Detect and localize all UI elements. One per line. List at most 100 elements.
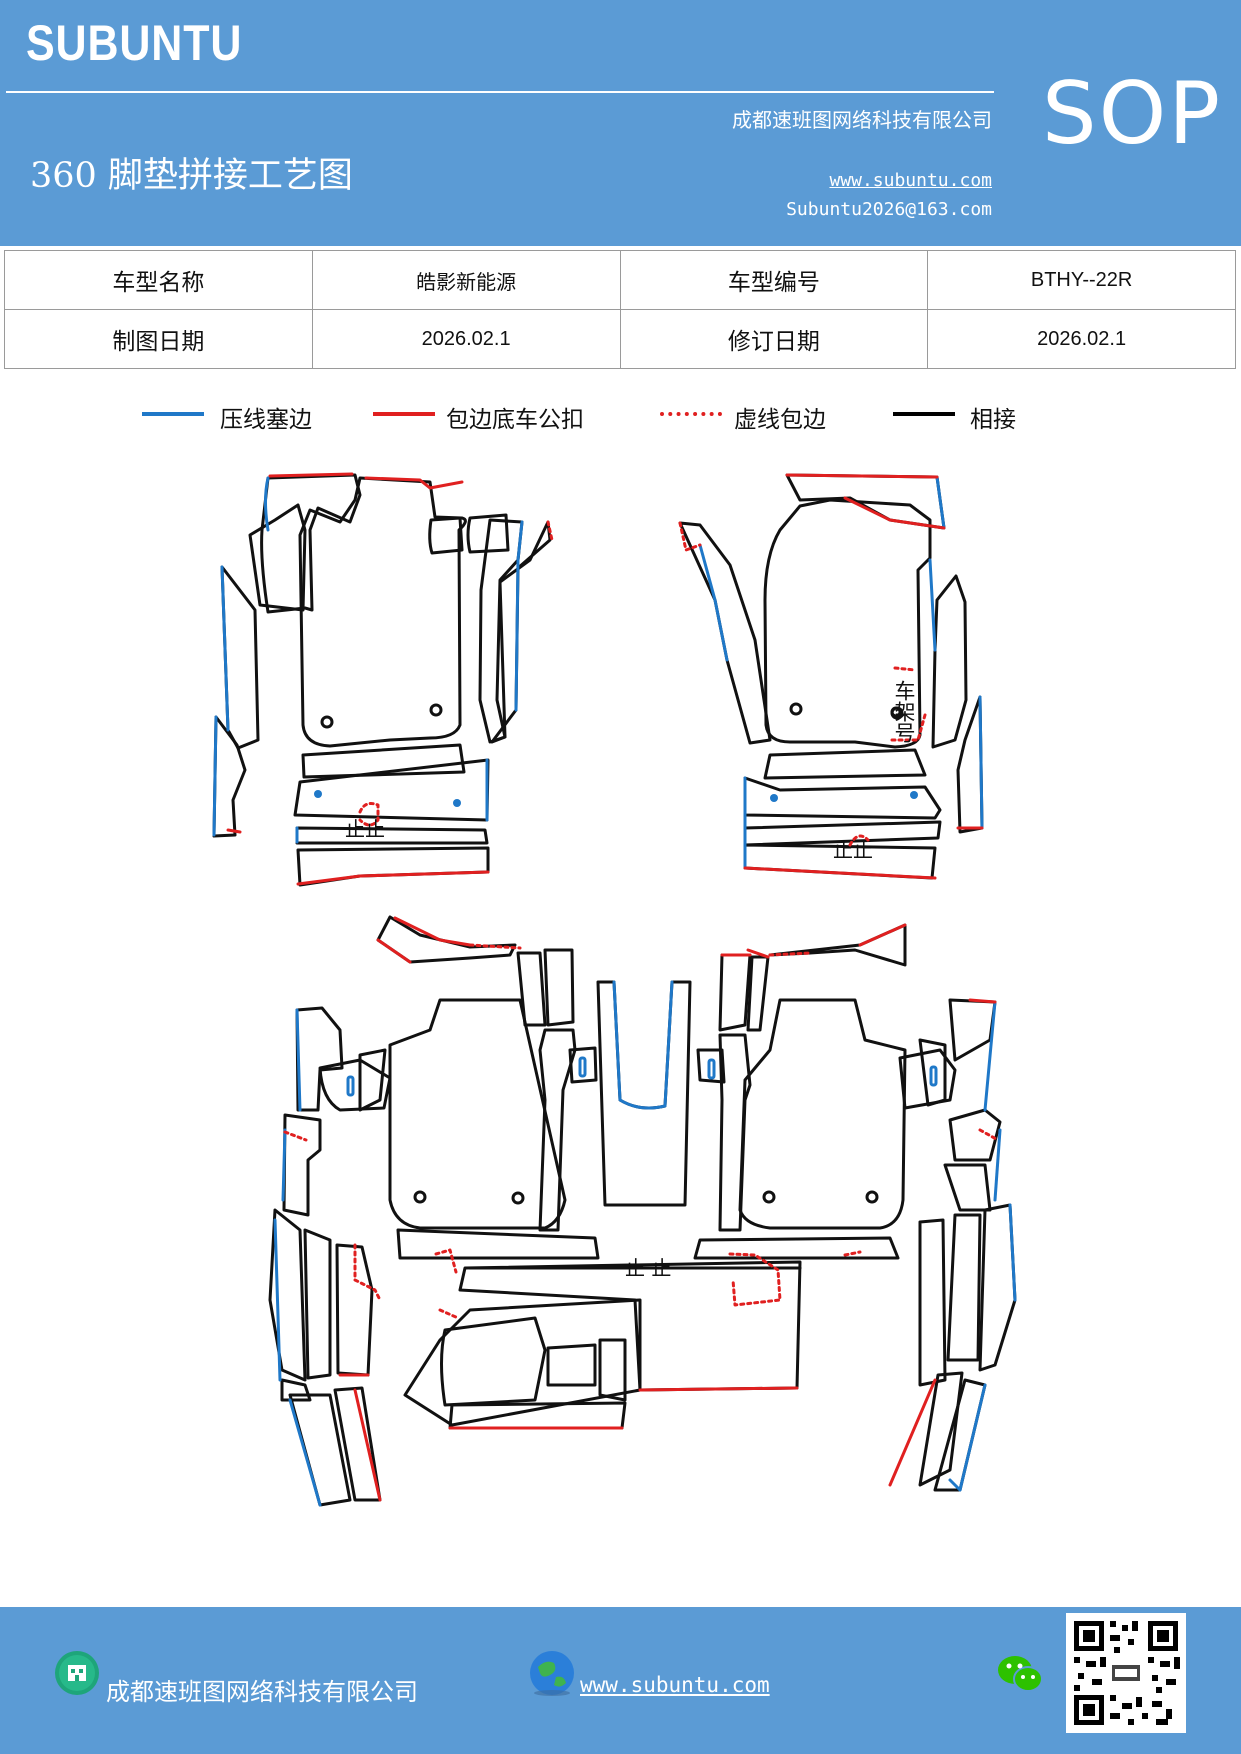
draw-date-label: 制图日期 (4, 309, 313, 369)
rear-right-tunnel-strip-a (718, 953, 752, 1032)
legend: 压线塞边 包边底车公扣 虚线包边 相接 (0, 400, 1241, 440)
front-left-lower-strip (212, 715, 247, 838)
joint-mark: 止止 (345, 817, 385, 841)
blue-edge (295, 1008, 302, 1112)
rear-left-hole (511, 1191, 525, 1205)
legend-swatch-red (373, 412, 435, 416)
rear-left-bottom-bar (396, 1228, 600, 1260)
blue-dot (910, 791, 918, 799)
red-edge (746, 948, 770, 959)
front-left-side-piece (260, 473, 362, 614)
red-dotted-edges (283, 520, 1000, 1320)
sop-badge: SOP (1042, 64, 1223, 164)
red-dotted-edge (358, 802, 380, 827)
model-code-label: 车型编号 (619, 250, 929, 310)
blue-slot (707, 1058, 716, 1080)
joint-mark: 止止 (833, 838, 873, 862)
blue-edges (212, 475, 1017, 1507)
rear-left-tunnel-c (538, 1028, 577, 1232)
rear-left-small-piece (358, 1048, 387, 1112)
building-icon (55, 1651, 99, 1695)
front-left-bar-3 (295, 826, 489, 845)
front-left-heel-piece (248, 503, 307, 612)
red-edge (785, 473, 939, 479)
legend-swatch-red-dotted (660, 412, 722, 416)
red-dotted-edge (678, 521, 702, 552)
front-right-bar-1 (763, 748, 927, 780)
page-title: 360 脚垫拼接工艺图 (30, 156, 353, 196)
rear-left-pad-small (568, 1046, 598, 1084)
center-tunnel (596, 980, 692, 1207)
red-dotted-edge (978, 1128, 1000, 1142)
blue-edge (264, 476, 270, 532)
rear-left-tunnel-strip-a (516, 951, 547, 1027)
blue-edge (928, 558, 937, 652)
blue-slot (578, 1056, 587, 1078)
red-edges (226, 472, 997, 1502)
blue-dot (453, 799, 461, 807)
red-edge (968, 998, 997, 1004)
blue-edge (983, 1000, 997, 1112)
rear-right-sill-c (918, 1218, 947, 1387)
front-left-main-mat (298, 476, 467, 748)
blue-dot (314, 790, 322, 798)
red-dotted-edge (283, 1130, 308, 1142)
rear-left-sill-c (335, 1243, 374, 1377)
blue-edge (514, 520, 524, 712)
legend-label-joint: 相接 (970, 407, 1016, 433)
rear-right-outer-c (943, 1163, 992, 1212)
front-left-pad-a (428, 516, 464, 555)
floor-mat-diagram: 止止 止止 止 止 车架号 (212, 472, 1017, 1507)
front-left-hole (429, 703, 443, 717)
red-edge (296, 870, 490, 886)
joint-mark: 止 止 (625, 1256, 671, 1280)
rear-left-outer-lower (282, 1113, 322, 1217)
brand-logo: SUBUNTU (26, 15, 243, 71)
rear-left-tunnel-strip-b (543, 948, 575, 1027)
front-right-hole (890, 706, 902, 718)
red-dotted-edge (438, 1308, 460, 1320)
rear-left-sill-b (303, 1228, 332, 1380)
rear-center-inner-a (440, 1316, 547, 1407)
rear-center-inner-b (546, 1343, 597, 1387)
front-left-bar-1 (301, 743, 466, 779)
red-edge (353, 1388, 382, 1502)
front-right-outer-strip (931, 574, 968, 749)
table-row: 制图日期 2026.02.1 修订日期 2026.02.1 (4, 309, 1236, 369)
red-edge (364, 476, 464, 490)
header-website-link[interactable]: www.subuntu.com (829, 170, 992, 191)
red-edge (393, 916, 472, 947)
rear-right-pad-small (696, 1048, 726, 1084)
red-dotted-edge (434, 1248, 458, 1274)
red-dotted-edge (546, 520, 554, 542)
red-edge (638, 1386, 799, 1392)
blue-edge (993, 1128, 1002, 1202)
front-right-left-strip (678, 521, 772, 745)
blue-edge (948, 1478, 962, 1492)
blue-edge (220, 565, 230, 732)
blue-slot (929, 1065, 938, 1087)
blue-edge (698, 543, 729, 662)
blue-edge (288, 1398, 322, 1507)
rear-right-sill-a (978, 1203, 1017, 1372)
wechat-icon (998, 1656, 1043, 1692)
front-left-hole (320, 715, 334, 729)
red-edge (376, 938, 412, 964)
red-dotted-edge (890, 666, 927, 742)
front-left-bar-2 (293, 758, 490, 822)
header-company: 成都速班图网络科技有限公司 (732, 108, 992, 132)
rear-left-main-mat (388, 998, 567, 1230)
red-edge (843, 496, 946, 530)
rear-right-pad (898, 1048, 957, 1110)
footer-website-link[interactable]: www.subuntu.com (580, 1673, 770, 1697)
rear-left-lower-b (288, 1393, 352, 1507)
blue-edge (612, 980, 674, 1110)
vehicle-info-table: 车型名称 皓影新能源 车型编号 BTHY--22R 制图日期 2026.02.1… (4, 250, 1236, 369)
rear-left-hole (413, 1190, 427, 1204)
red-dotted-edge (843, 1250, 862, 1257)
rear-center-lower (448, 1401, 627, 1430)
rear-right-small-piece (918, 1038, 947, 1107)
rear-right-outer-strip (948, 998, 997, 1062)
table-row: 车型名称 皓影新能源 车型编号 BTHY--22R (4, 250, 1236, 310)
qr-code-icon (1066, 1613, 1186, 1733)
